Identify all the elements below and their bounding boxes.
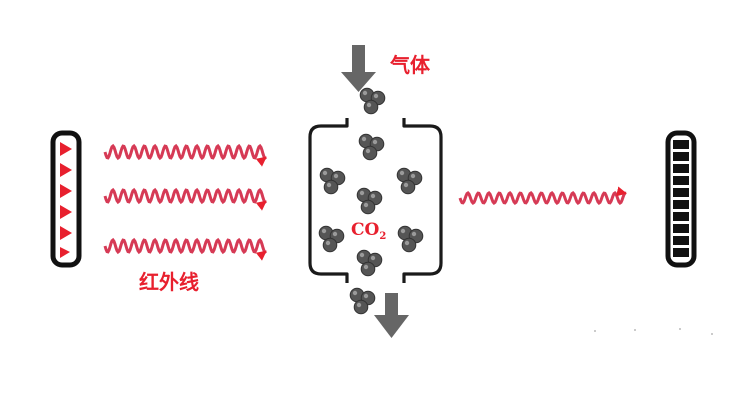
detector-cell (673, 224, 689, 233)
detector-cell (673, 236, 689, 245)
background-dots (594, 328, 713, 335)
gas-inflow-arrow-icon (341, 45, 376, 92)
infrared-rays (103, 143, 627, 261)
transmitted-infrared-ray (458, 186, 627, 205)
gas-label: 气体 (389, 53, 431, 77)
co2-molecule-icon (396, 167, 423, 195)
detector-cell (673, 200, 689, 209)
gas-outflow-arrow-icon (374, 293, 409, 338)
infrared-ray (103, 143, 267, 167)
detector-cell (673, 176, 689, 185)
co2-molecule-icon (397, 225, 424, 253)
co2-molecule-icon (356, 187, 383, 215)
co2-molecule-icon (359, 87, 386, 115)
co2-label: CO2 (351, 220, 386, 242)
gas-chamber (308, 118, 443, 283)
detector-cell (673, 188, 689, 197)
detector-cell (673, 248, 689, 257)
detector-cell (673, 212, 689, 221)
co2-molecule-icon (349, 287, 376, 315)
co2-molecule-icon (319, 167, 346, 195)
infrared-label: 红外线 (139, 270, 199, 294)
detector-cell (673, 140, 689, 149)
co2-molecule-icon (318, 225, 345, 253)
infrared-ray (103, 237, 267, 261)
co2-molecule-icon (356, 249, 383, 277)
detector-cell (673, 164, 689, 173)
co2-molecules (318, 87, 424, 315)
infrared-ray (103, 187, 267, 211)
infrared-detector-icon (665, 130, 697, 268)
detector-cell (673, 152, 689, 161)
co2-molecule-icon (358, 133, 385, 161)
infrared-emitter-icon (50, 130, 82, 268)
